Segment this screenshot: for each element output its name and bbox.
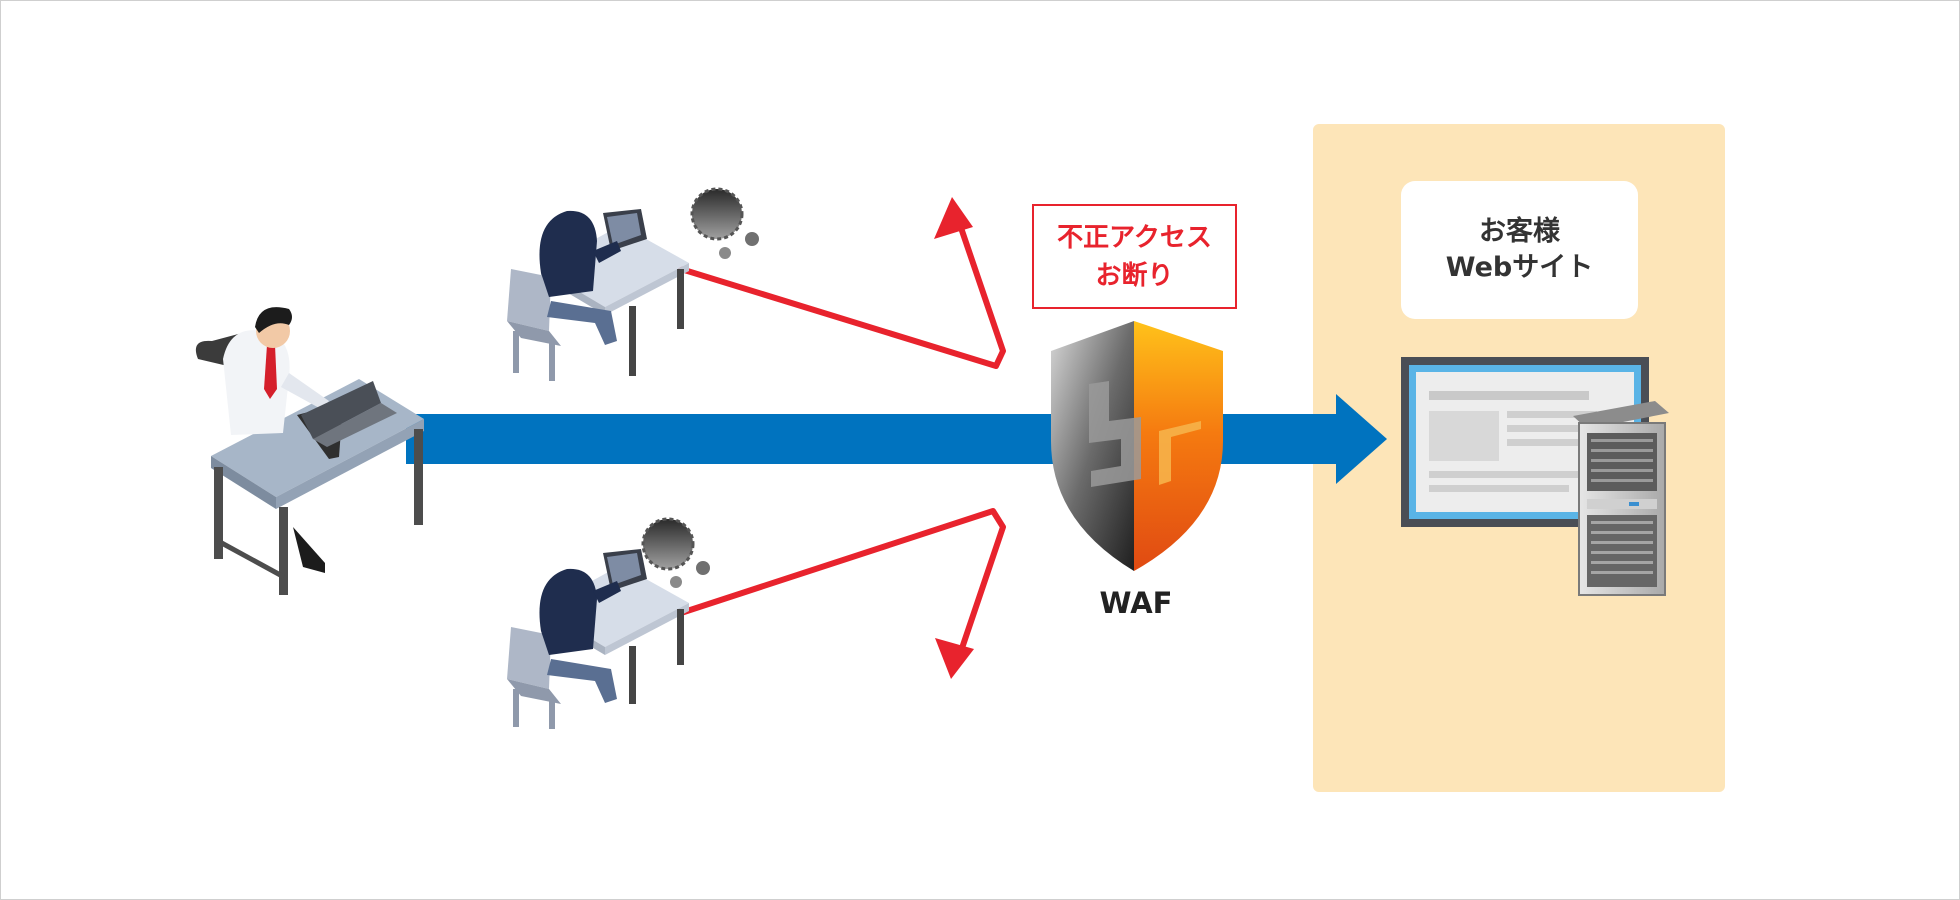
thought-bubble-icon [690, 187, 759, 259]
blocked-access-label: 不正アクセス お断り [1032, 204, 1237, 309]
customer-site-label: お客様 Webサイト [1401, 181, 1638, 319]
waf-label: WAF [1099, 586, 1173, 620]
blocked-access-line1: 不正アクセス [1057, 222, 1212, 253]
attacker-icon [507, 209, 689, 381]
legit-traffic-arrowhead [1336, 394, 1387, 484]
blocked-access-line2: お断り [1095, 260, 1174, 291]
thought-bubble-icon [641, 517, 710, 588]
legit-user-icon [195, 307, 424, 595]
server-icon [1573, 401, 1669, 596]
attack-flow-bottom [678, 508, 1006, 679]
customer-site-line2: Webサイト [1445, 252, 1594, 283]
customer-site-line1: お客様 [1479, 216, 1560, 247]
attack-flow-top [678, 197, 1006, 369]
waf-shield-icon [1051, 321, 1223, 571]
attacker-icon [507, 549, 689, 729]
attack-flow-bottom-arrowhead [935, 638, 974, 679]
attack-flow-top-arrowhead [934, 197, 973, 239]
